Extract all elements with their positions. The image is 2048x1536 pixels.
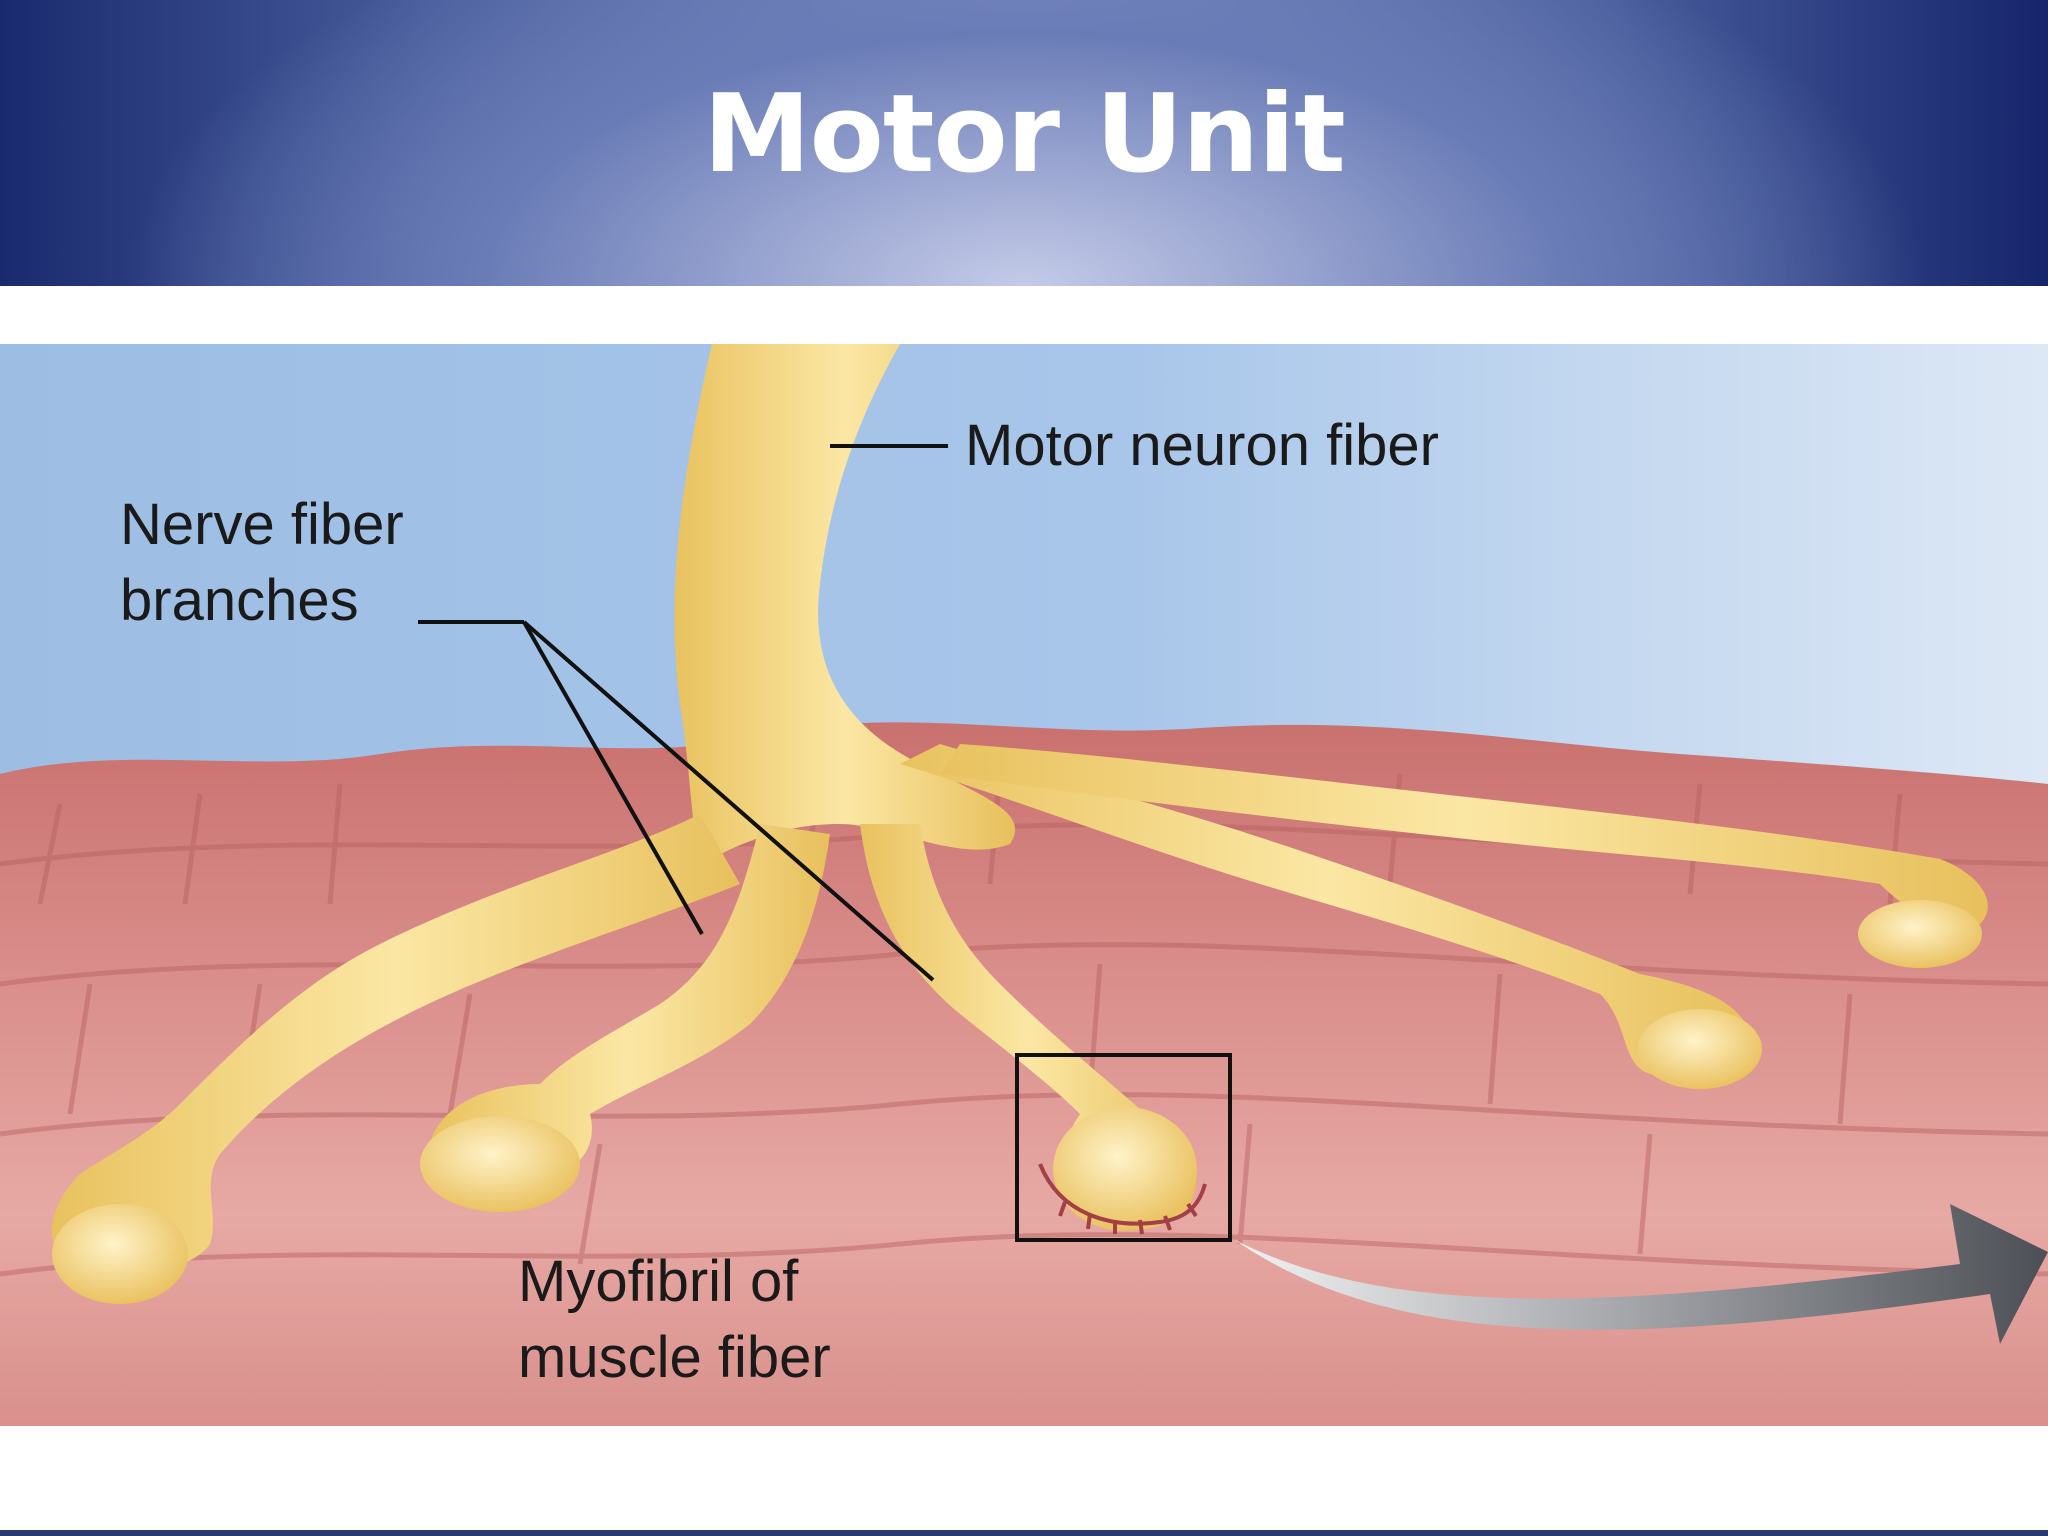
label-motor-neuron-fiber: Motor neuron fiber bbox=[965, 413, 1439, 478]
nerve-branch-left bbox=[51, 814, 741, 1275]
motor-unit-illustration: Motor neuron fiber Nerve fiber branches … bbox=[0, 344, 2048, 1426]
footer-divider bbox=[0, 1530, 2048, 1536]
label-nerve-fiber-branches-line1: Nerve fiber bbox=[120, 492, 404, 557]
label-nerve-fiber-branches-line2: branches bbox=[120, 568, 359, 633]
nerve-branch-far-right bbox=[940, 744, 1988, 927]
leader-lines bbox=[418, 444, 948, 982]
nerve-branch-center-left bbox=[428, 824, 830, 1185]
label-myofibril-line1: Myofibril of bbox=[518, 1249, 799, 1314]
label-myofibril-line2: muscle fiber bbox=[518, 1325, 831, 1390]
motor-neuron-trunk bbox=[674, 344, 1016, 864]
neuromuscular-endings bbox=[52, 900, 1982, 1304]
nerve-branch-right bbox=[900, 744, 1752, 1079]
end-plate-highlight-box bbox=[1015, 1053, 1232, 1242]
motor-end-plate bbox=[1038, 1163, 1207, 1235]
continuation-arrow bbox=[1235, 1204, 2048, 1344]
slide-title: Motor Unit bbox=[703, 72, 1346, 197]
title-banner: Motor Unit bbox=[0, 0, 2048, 286]
